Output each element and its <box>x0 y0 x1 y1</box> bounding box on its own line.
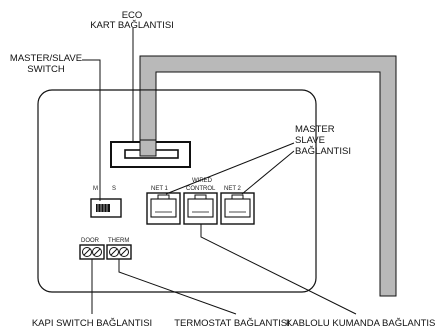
wired-leader <box>200 224 357 315</box>
door-switch-caption: KAPI SWITCH BAĞLANTISI <box>32 318 152 329</box>
msb-label-line3: BAĞLANTISI <box>295 146 351 157</box>
therm-leader <box>118 259 237 315</box>
switch-label-m: M <box>93 186 98 192</box>
eco-label-line1: ECO <box>122 10 143 21</box>
switch-slider <box>96 204 110 212</box>
switch-label-s: S <box>112 186 116 192</box>
wired-label-top: WIRED <box>192 178 213 184</box>
wired-label-bottom: CONTROL <box>186 186 216 192</box>
msb-leader-net1 <box>165 142 295 195</box>
therm-label: THERM <box>108 238 129 244</box>
thermostat-caption: TERMOSTAT BAĞLANTISI <box>174 318 290 329</box>
net2-label: NET 2 <box>224 186 242 192</box>
door-terminal[interactable] <box>79 244 105 260</box>
wired-control-caption: KABLOLU KUMANDA BAĞLANTISI <box>286 318 436 329</box>
ms-switch-label-line1: MASTER/SLAVE <box>10 53 82 64</box>
msb-leader-net2 <box>241 150 295 195</box>
board-housing <box>37 89 317 293</box>
thermostat-terminal[interactable] <box>106 244 132 260</box>
net1-label: NET 1 <box>151 186 169 192</box>
net2-port[interactable] <box>220 192 255 225</box>
door-label: DOOR <box>81 238 100 244</box>
net1-port[interactable] <box>146 192 181 225</box>
ms-switch-leader <box>82 59 101 201</box>
wired-control-port[interactable] <box>183 192 218 225</box>
ms-switch-label-line2: SWITCH <box>27 64 65 75</box>
eco-label-line2: KART BAĞLANTISI <box>90 20 174 31</box>
msb-label-line2: SLAVE <box>295 135 325 146</box>
msb-label-line1: MASTER <box>295 124 335 135</box>
